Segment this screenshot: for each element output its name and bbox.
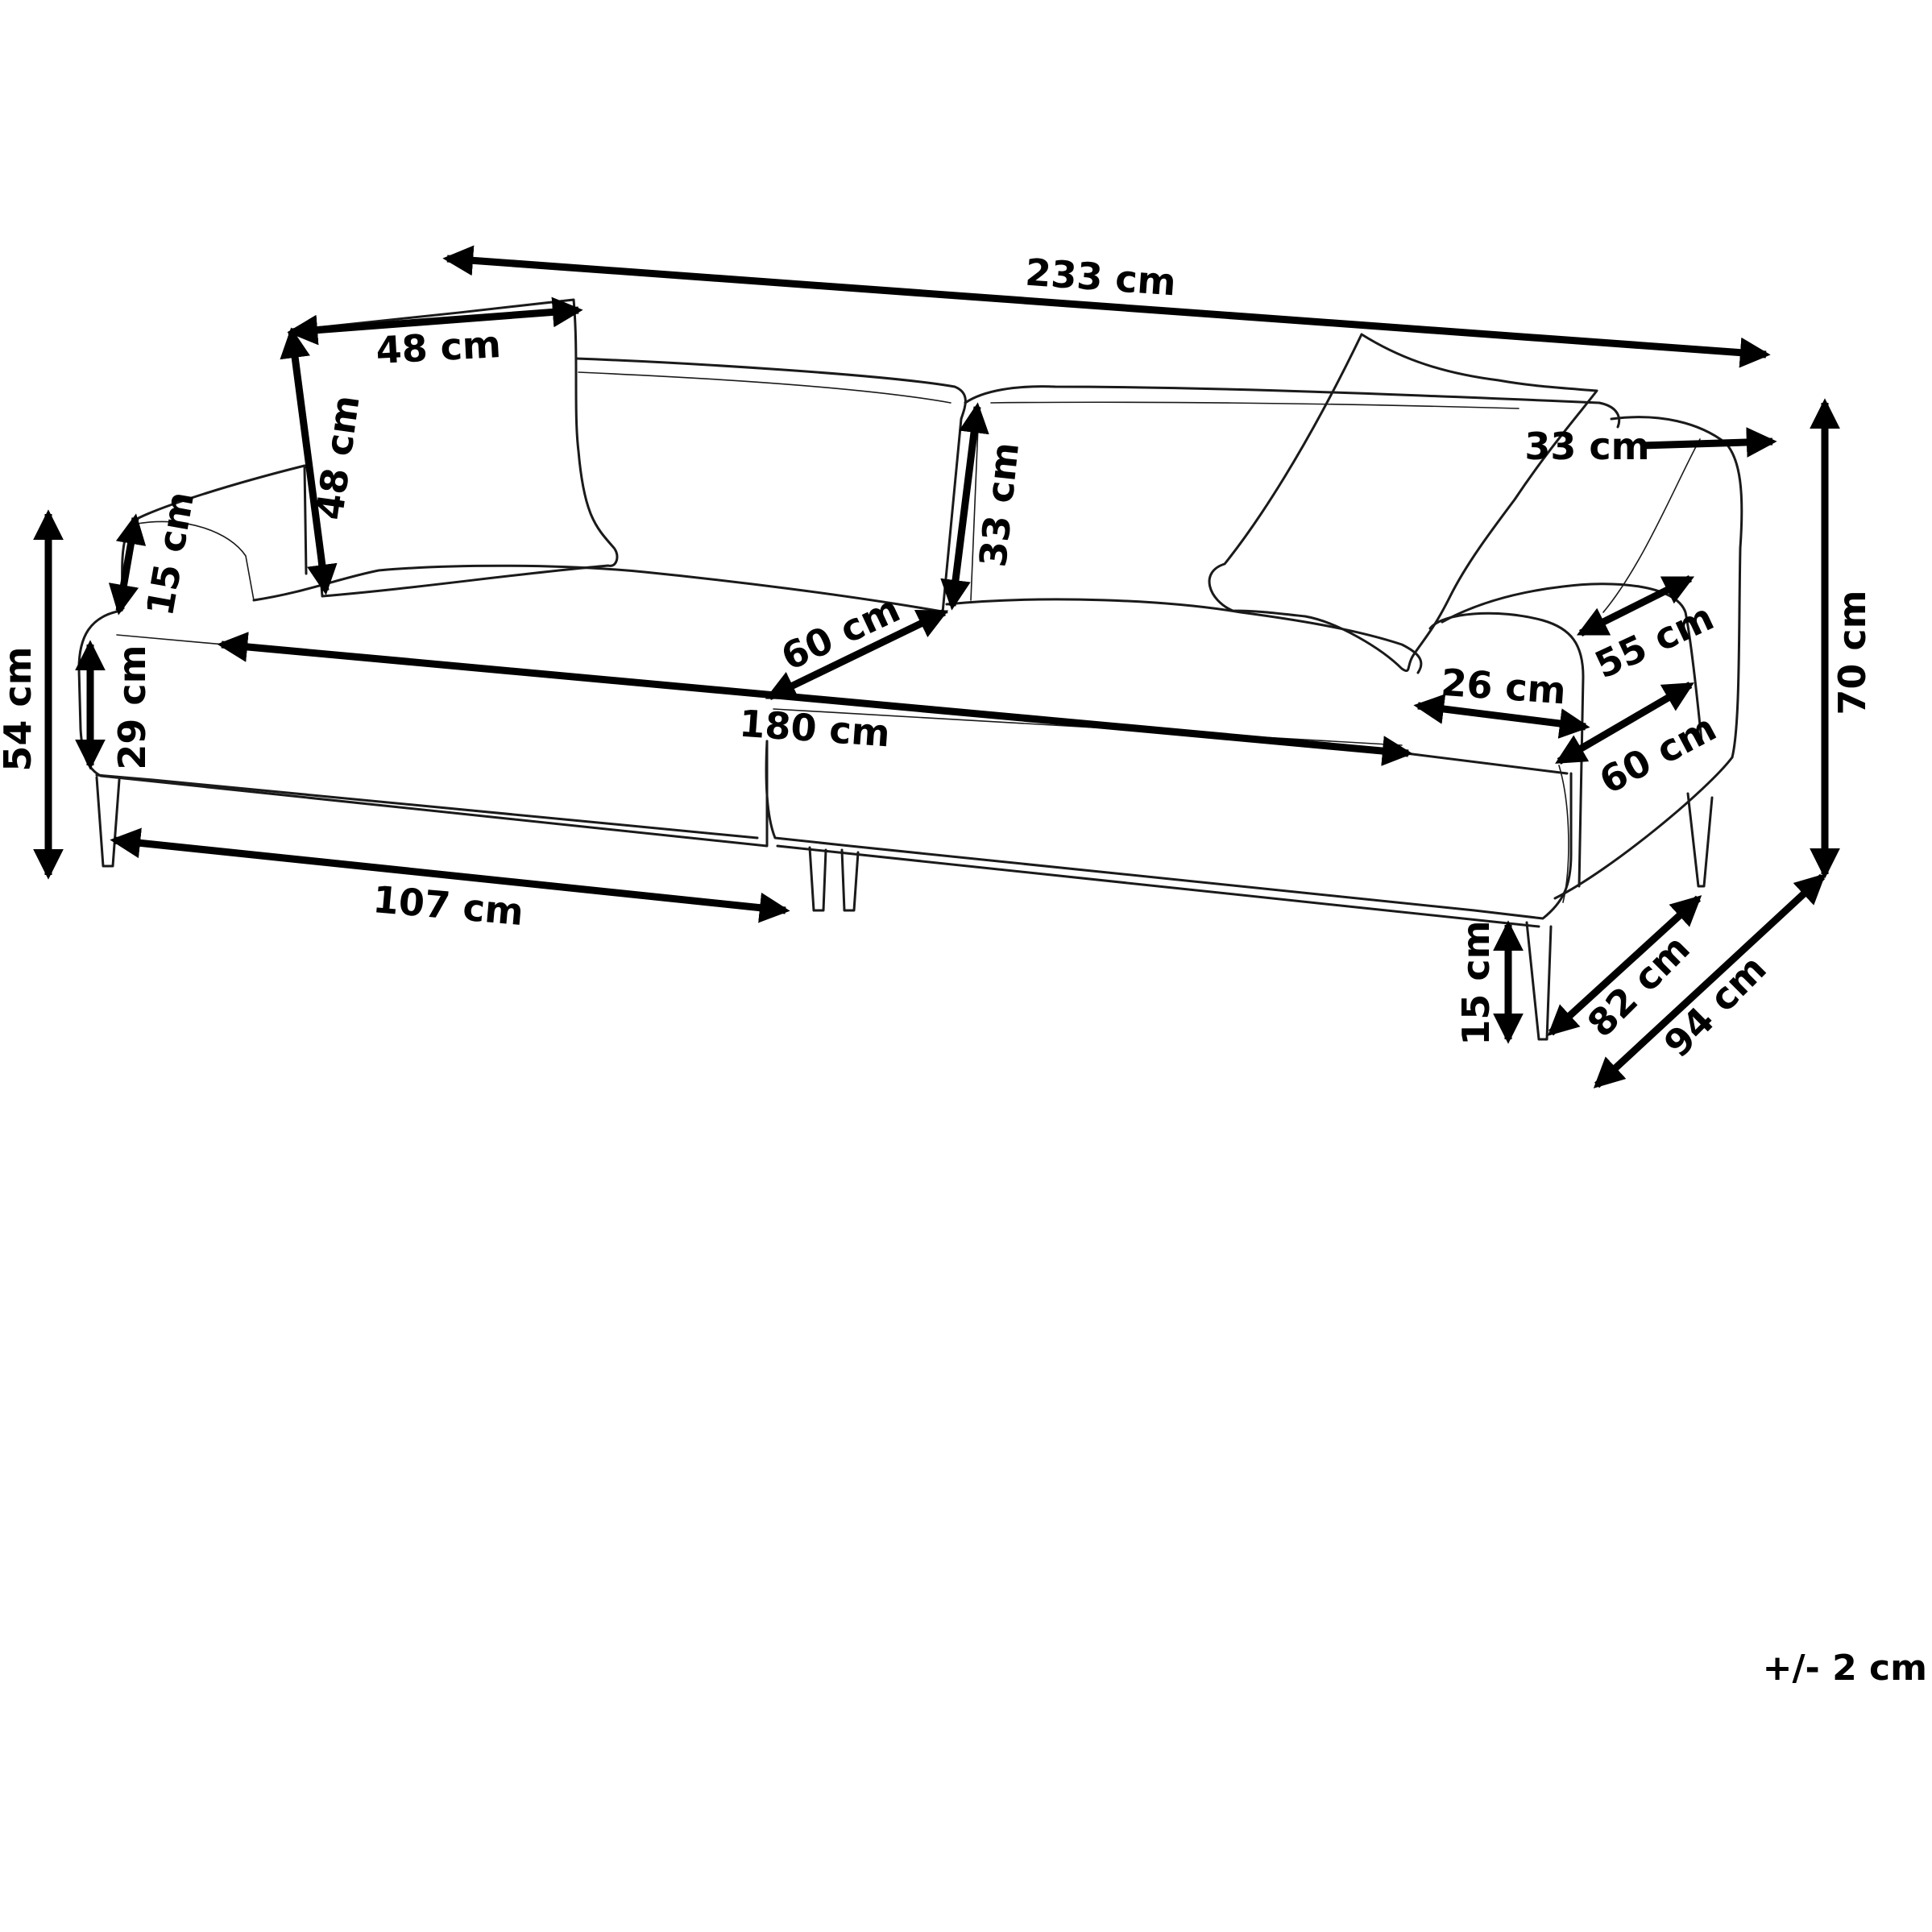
leg-back-right: [1686, 792, 1714, 888]
right-pillow: [1208, 333, 1598, 673]
label-seat-frame-height: 29 cm: [110, 645, 154, 769]
leg-front-right: [1525, 921, 1553, 1041]
leg-mid-1: [808, 846, 827, 912]
dim-arrow-module-width: [110, 827, 790, 923]
leg-mid-2: [840, 848, 860, 912]
dim-arrow-total-width: [442, 245, 1771, 368]
sofa-outline: [77, 298, 1743, 1041]
right-armrest: [1610, 416, 1743, 759]
label-armrest-depth: 55 cm: [1588, 595, 1720, 687]
label-armrest-width: 26 cm: [1440, 661, 1568, 713]
left-seat-block: [77, 609, 769, 848]
label-total-width: 233 cm: [1024, 251, 1178, 305]
dim-arrow-armrest-height: [108, 513, 147, 616]
dim-arrow-total-depth: [1593, 873, 1826, 1088]
label-module-width: 107 cm: [371, 877, 525, 934]
tolerance-note: +/- 2 cm: [1763, 1648, 1927, 1689]
dim-arrow-backrest-height: [940, 402, 989, 611]
label-total-height-left: 54 cm: [0, 646, 39, 771]
dim-arrow-cushion-height: [280, 327, 338, 595]
label-armrest-height: 15 cm: [138, 488, 202, 619]
dim-arrow-cushion-width: [287, 296, 583, 346]
leg-front-left: [95, 776, 121, 868]
label-armrest-width-top: 33 cm: [1524, 425, 1649, 468]
dimension-arrows: [33, 245, 1840, 1088]
label-backrest-height: 33 cm: [971, 440, 1027, 569]
dimension-labels: 233 cm 48 cm 48 cm 15 cm 54 cm 29 cm 33 …: [0, 251, 1927, 1689]
right-seat-cushion: [945, 598, 1423, 674]
right-seat-block: [765, 740, 1573, 920]
dim-arrow-armrest-width-top: [1641, 427, 1777, 458]
dim-arrow-side-depth: [1555, 682, 1694, 765]
label-cushion-height: 48 cm: [308, 392, 368, 522]
label-seat-width: 180 cm: [738, 702, 892, 756]
label-total-height: 70 cm: [1830, 590, 1874, 715]
label-cushion-width: 48 cm: [375, 322, 502, 372]
dim-arrow-armrest-depth: [1576, 574, 1695, 637]
left-seat-cushion: [252, 564, 948, 614]
right-back-cushion: [964, 385, 1621, 429]
dim-arrow-seat-width: [217, 632, 1413, 766]
label-leg-height: 15 cm: [1454, 920, 1498, 1045]
